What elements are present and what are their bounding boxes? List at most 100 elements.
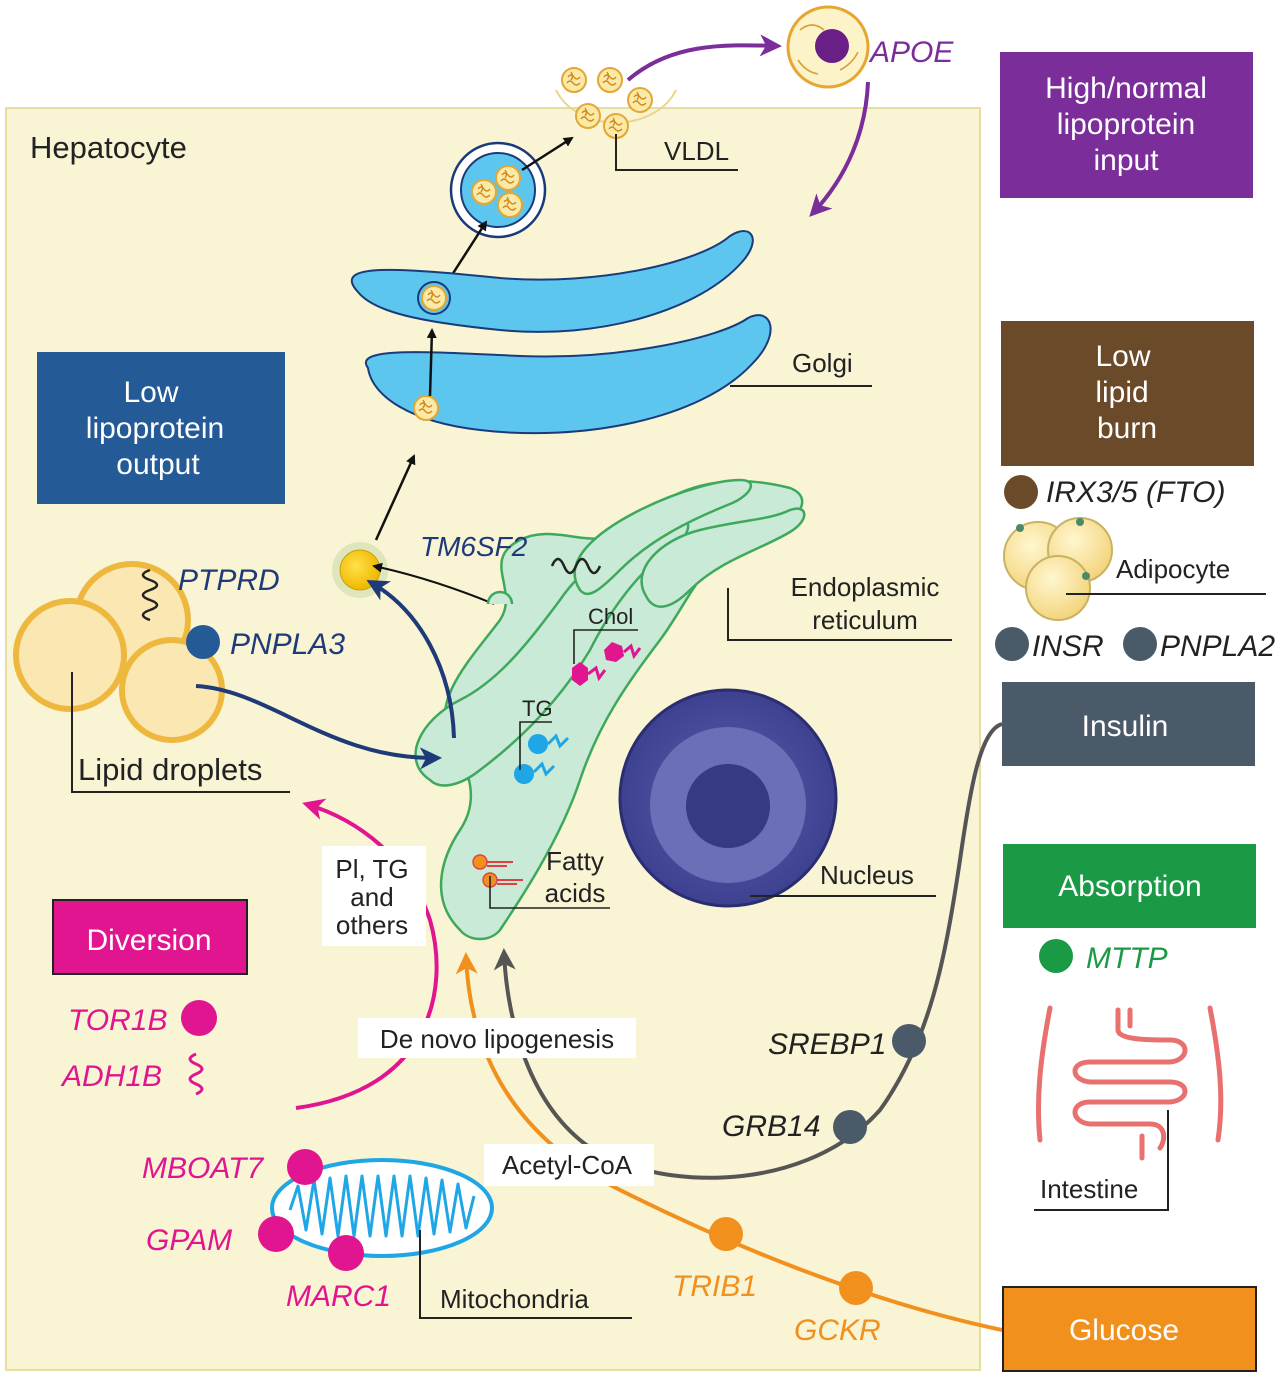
insulin-label: Insulin: [1082, 710, 1169, 743]
pl-tg-line2: and: [350, 882, 393, 912]
droplet-to-er-navy-arrow: [195, 684, 442, 770]
acetyl-coa-label: Acetyl-CoA: [502, 1150, 633, 1180]
fatty-acids-label-line: [489, 876, 610, 909]
vldl-label: VLDL: [664, 136, 729, 166]
ptprd-label: PTPRD: [178, 564, 280, 597]
low-lipid-burn-line3: burn: [1097, 412, 1157, 445]
tm6sf2-bulb: [486, 590, 514, 605]
pnpla2-dot: [1123, 627, 1157, 661]
irx-label: IRX3/5 (FTO): [1046, 476, 1225, 509]
high-normal-input-box: High/normal lipoprotein input: [1000, 52, 1253, 198]
vesicle-to-vldl-arrow: [521, 136, 574, 172]
absorption-label: Absorption: [1058, 870, 1201, 903]
ptprd-squiggle: [141, 568, 159, 622]
intestine-label: Intestine: [1040, 1174, 1138, 1204]
insr-label: INSR: [1032, 630, 1104, 663]
low-lipoprotein-output-box: Low lipoprotein output: [37, 352, 285, 504]
pl-tg-line1: Pl, TG: [335, 854, 408, 884]
insr-dot: [995, 627, 1029, 661]
lipid-droplets: [13, 561, 225, 743]
golgi-to-vesicle-arrow: [448, 220, 488, 279]
particle-to-golgi-arrow: [374, 454, 416, 541]
vldl-secretion: [555, 67, 677, 139]
adipocyte-label: Adipocyte: [1116, 554, 1230, 584]
glucose-label: Glucose: [1069, 1314, 1179, 1347]
srebp1-label: SREBP1: [768, 1028, 886, 1061]
adipocytes: [1003, 517, 1113, 621]
er-to-particle-navy-arrow: [366, 580, 456, 739]
acetyl-coa-label-bg: [484, 1144, 654, 1186]
marc1-label: MARC1: [286, 1280, 391, 1313]
fatty-acid-molecules: [472, 854, 523, 888]
trib1-label: TRIB1: [672, 1270, 757, 1303]
tg-label: TG: [522, 696, 553, 721]
tor1b-label: TOR1B: [68, 1004, 167, 1037]
er-label-line: [727, 588, 952, 641]
golgi-internal-arrow: [426, 328, 437, 397]
diversion-box: Diversion: [52, 899, 248, 975]
nucleus-label: Nucleus: [820, 860, 914, 890]
apoe-protein-icon: [815, 29, 849, 63]
endoplasmic-reticulum: [414, 478, 806, 941]
vldl-label-line: [615, 134, 738, 171]
trib1-dot: [709, 1217, 743, 1251]
tg-molecules: [514, 733, 570, 784]
gpam-label: GPAM: [146, 1224, 232, 1257]
gckr-label: GCKR: [794, 1314, 881, 1347]
er-to-particle-arrow: [372, 562, 495, 605]
chol-molecules: [572, 642, 642, 686]
mitochondria-label-line: [419, 1230, 632, 1319]
mttp-dot: [1039, 939, 1073, 973]
low-output-line3: output: [116, 448, 200, 481]
high-normal-input-line1: High/normal: [1045, 72, 1207, 105]
low-output-line1: Low: [123, 376, 178, 409]
secretory-vesicle: [449, 141, 547, 239]
gpam-dot: [258, 1216, 294, 1252]
adh1b-squiggle: [188, 1052, 204, 1096]
tm6sf2-squiggle: [550, 557, 602, 575]
lipid-droplets-label-line: [71, 672, 290, 793]
low-lipid-burn-line1: Low: [1095, 340, 1150, 373]
tor1b-dot: [181, 1000, 217, 1036]
insulin-box: Insulin: [1002, 682, 1255, 766]
mboat7-label: MBOAT7: [142, 1152, 264, 1185]
tg-label-line: [519, 721, 552, 770]
low-output-line2: lipoprotein: [86, 412, 224, 445]
lipogenesis-to-droplets-arrow: [295, 798, 439, 1110]
chol-label-line: [573, 629, 638, 664]
grb14-dot: [833, 1110, 867, 1144]
apoe-lipoprotein: [786, 5, 870, 89]
adh1b-label: ADH1B: [60, 1060, 162, 1093]
er-label-line1: Endoplasmic: [791, 572, 940, 602]
fatty-acids-line1: Fatty: [546, 846, 604, 876]
apoe-label: APOE: [868, 36, 954, 69]
high-normal-input-line2: lipoprotein: [1057, 108, 1195, 141]
mitochondria: [270, 1158, 494, 1258]
mboat7-dot: [287, 1149, 323, 1185]
pnpla3-label: PNPLA3: [230, 628, 345, 661]
low-lipid-burn-box: Low lipid burn: [1001, 321, 1254, 466]
low-lipid-burn-line2: lipid: [1095, 376, 1148, 409]
intestine-icon: [1035, 1005, 1224, 1161]
mttp-label: MTTP: [1086, 942, 1168, 975]
de-novo-label-bg: [358, 1018, 636, 1058]
grb14-label: GRB14: [722, 1110, 820, 1143]
intestine-label-line: [1034, 1110, 1169, 1211]
pnpla3-dot: [186, 625, 220, 659]
mitochondria-label: Mitochondria: [440, 1284, 589, 1314]
pl-tg-line3: others: [336, 910, 408, 940]
apoe-to-golgi-arrow: [809, 81, 870, 217]
irx-dot: [1004, 475, 1038, 509]
vldl-to-apoe-arrow: [626, 34, 782, 82]
er-label-line2: reticulum: [812, 605, 917, 635]
pl-tg-label-bg: [322, 846, 426, 946]
marc1-dot: [328, 1235, 364, 1271]
de-novo-label: De novo lipogenesis: [380, 1024, 614, 1054]
golgi-apparatus: [350, 230, 772, 435]
srebp1-dot: [892, 1024, 926, 1058]
golgi-label: Golgi: [792, 348, 853, 378]
chol-label: Chol: [588, 604, 633, 629]
gckr-dot: [839, 1271, 873, 1305]
insulin-to-er-arrow: [493, 722, 1003, 1180]
